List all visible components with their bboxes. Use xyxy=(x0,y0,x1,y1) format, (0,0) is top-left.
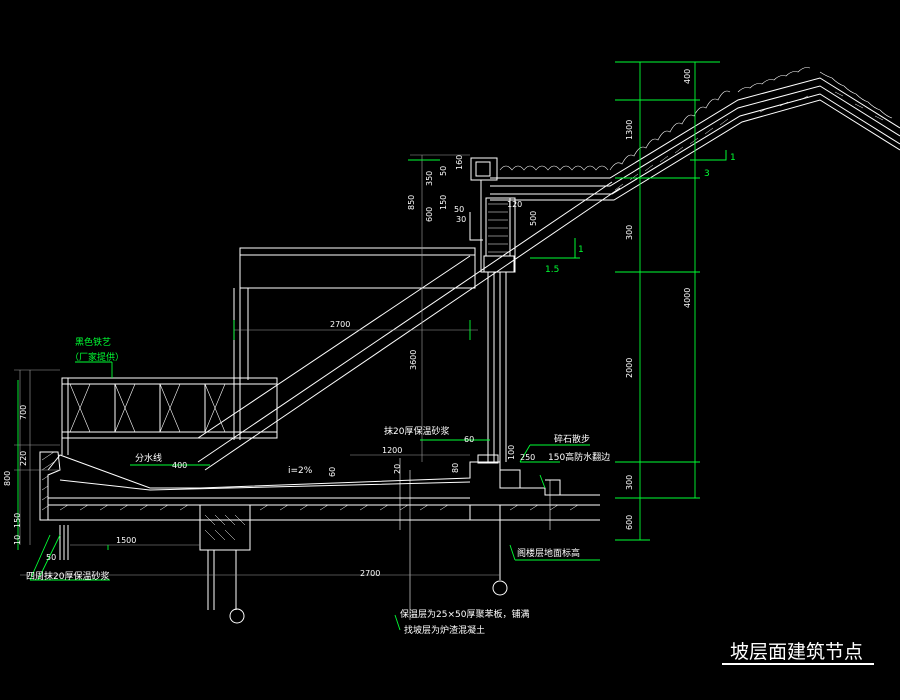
note-slope-layer: 找坡层为炉渣混凝土 xyxy=(404,624,485,636)
glass-wall xyxy=(487,272,507,462)
annotations: 黑色铁艺 （厂家提供） 分水线 i=2% 抹20厚保温砂浆 碎石散步 150高防… xyxy=(26,336,610,636)
dim-500: 500 xyxy=(529,211,538,226)
dim-600: 600 xyxy=(625,515,634,530)
dim-2000: 2000 xyxy=(625,358,634,378)
note-color-glass: 黑色铁艺 xyxy=(75,336,111,348)
note-slope: i=2% xyxy=(288,466,313,476)
drawing-title: 坡层面建筑节点 xyxy=(722,641,874,665)
slope-upper-a: 1 xyxy=(730,153,736,163)
grid-bubble-right xyxy=(492,580,508,596)
dim-30: 30 xyxy=(456,215,466,224)
dim-700: 700 xyxy=(19,405,28,420)
note-insulation-mortar: 抹20厚保温砂浆 xyxy=(384,425,449,437)
dim-220: 220 xyxy=(19,451,28,466)
dim-60: 60 xyxy=(464,435,474,444)
note-roof-floor: 阁楼层地面标高 xyxy=(517,547,580,559)
dim-50c: 50 xyxy=(46,553,56,562)
dim-600b: 600 xyxy=(425,207,434,222)
dim-50a: 50 xyxy=(439,166,448,176)
dim-60b: 60 xyxy=(328,467,337,477)
green-dimension-lines xyxy=(17,61,727,550)
note-gravel: 碎石散步 xyxy=(554,433,590,445)
dim-4000: 4000 xyxy=(683,288,692,308)
floor-slab xyxy=(47,454,600,551)
note-dividing-line: 分水线 xyxy=(135,452,162,464)
diagonal-beam xyxy=(197,181,621,471)
dim-80: 80 xyxy=(451,463,460,473)
dim-300b: 300 xyxy=(625,475,634,490)
slope-mid-b: 1.5 xyxy=(545,265,559,275)
dim-850: 850 xyxy=(407,195,416,210)
roof-tiles xyxy=(490,67,900,201)
note-waterproof: 150高防水翻边 xyxy=(548,451,610,463)
railing xyxy=(61,377,278,455)
dim-1500: 1500 xyxy=(116,536,136,545)
dim-150: 150 xyxy=(439,195,448,210)
slope-upper-b: 3 xyxy=(704,169,710,179)
dim-2700-top: 2700 xyxy=(330,320,350,329)
slope-marks: 1 3 1 1.5 xyxy=(545,150,736,275)
columns xyxy=(207,458,551,624)
dim-50b: 50 xyxy=(454,205,464,214)
dim-150l: 150 xyxy=(13,513,22,528)
dim-250: 250 xyxy=(520,453,535,462)
left-edge xyxy=(39,451,69,560)
title-text: 坡层面建筑节点 xyxy=(730,641,863,663)
dim-3600: 3600 xyxy=(409,350,418,370)
dim-120: 120 xyxy=(507,200,522,209)
dimension-lines xyxy=(14,154,500,576)
note-insulation-board: 保温层为25×50厚聚苯板，铺满 xyxy=(400,608,529,620)
dim-2700-bot: 2700 xyxy=(360,569,380,578)
dim-1300: 1300 xyxy=(625,120,634,140)
dim-400-mid: 400 xyxy=(172,461,187,470)
dimension-texts: 400 1300 4000 300 2000 300 600 350 850 6… xyxy=(3,69,692,578)
note-inner-insulation: 四周抹20厚保温砂浆 xyxy=(26,570,109,582)
note-manufacturer: （厂家提供） xyxy=(70,351,124,363)
leader-lines xyxy=(29,361,600,631)
pergola-frame xyxy=(233,247,476,440)
dim-350: 350 xyxy=(425,171,434,186)
dim-1200: 1200 xyxy=(382,446,402,455)
dim-800: 800 xyxy=(3,471,12,486)
dim-300a: 300 xyxy=(625,225,634,240)
dim-100: 100 xyxy=(507,445,516,460)
dim-160: 160 xyxy=(455,155,464,170)
grid-bubble-left xyxy=(229,608,245,624)
dim-10: 10 xyxy=(13,535,22,545)
dim-400-top: 400 xyxy=(683,69,692,84)
upper-parapet xyxy=(469,157,516,273)
dim-20: 20 xyxy=(393,464,402,474)
slope-mid-a: 1 xyxy=(578,245,584,255)
